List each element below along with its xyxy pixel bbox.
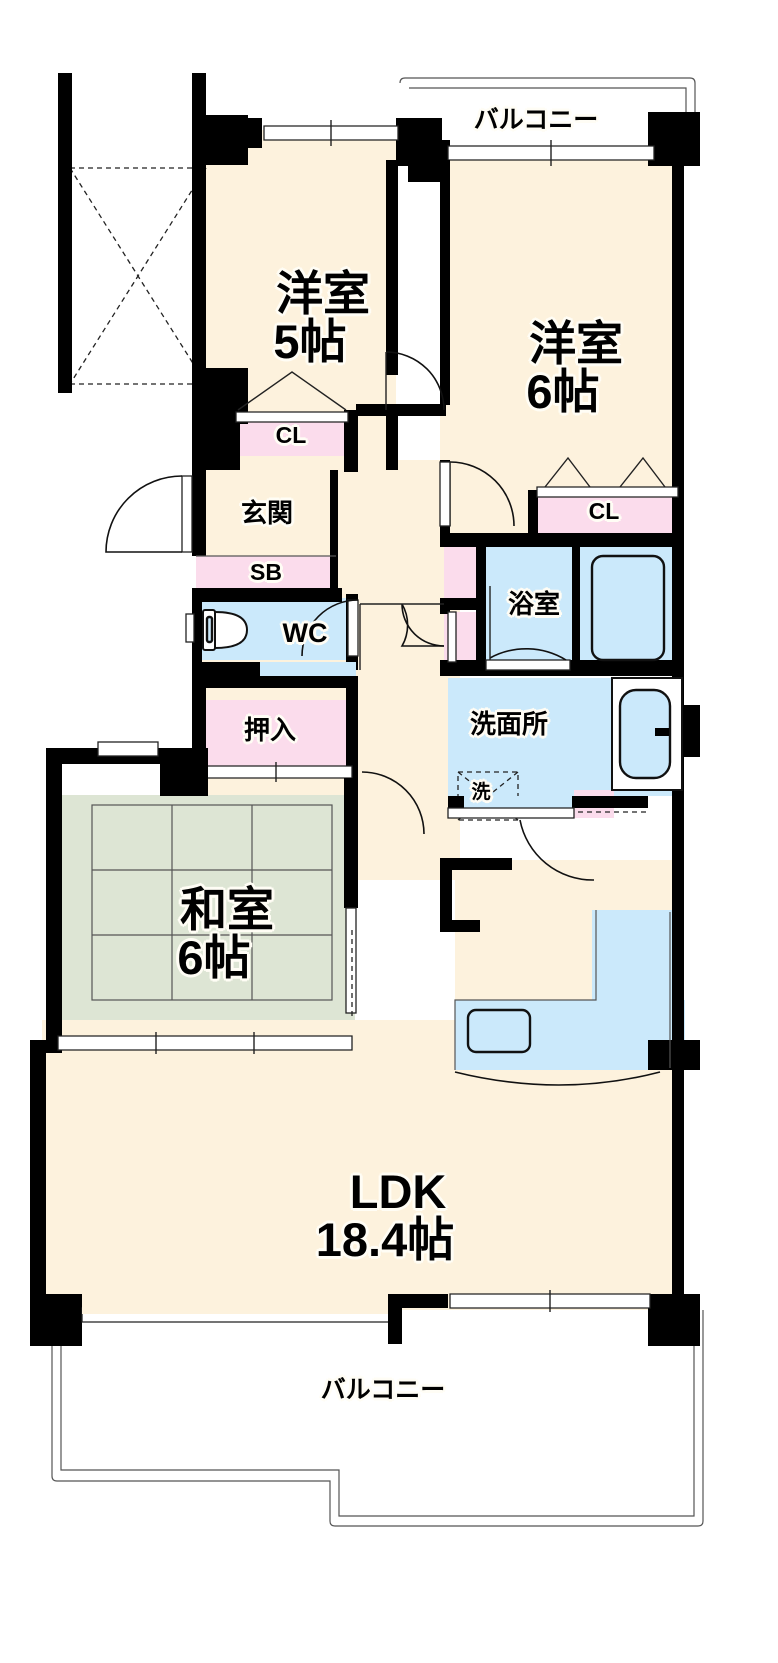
- wall-hall-top: [356, 404, 446, 416]
- wall-bed5-top-left: [206, 118, 262, 148]
- balcony-south-outline-inner: [60, 1310, 695, 1517]
- wall-bed6-right: [672, 160, 684, 705]
- wall-ldk-hall-top: [440, 858, 512, 870]
- washitsu-bottom-doors: [57, 1035, 353, 1051]
- ldk-fill: [42, 1040, 682, 1310]
- kitchen-sink: [466, 1008, 532, 1054]
- washitsu-top-window: [97, 741, 159, 757]
- kitchen-counter-edge: [454, 910, 597, 1070]
- ldk-bottom-sill: [82, 1294, 390, 1314]
- wall-bath-divider: [572, 545, 580, 663]
- wall-bath-left: [476, 545, 486, 667]
- wall-wc-bottom2: [192, 676, 358, 688]
- wall-bed5-left: [192, 160, 206, 375]
- wall-cl-bed5-left: [206, 414, 240, 470]
- wc-door-panel: [347, 599, 359, 657]
- washitsu-fill: [60, 795, 355, 1050]
- wall-genkan-left: [192, 470, 206, 556]
- washitsu-right-door: [345, 907, 357, 1014]
- shaft-dashed-box: [70, 167, 206, 385]
- washroom-door-swing: [519, 819, 595, 881]
- shaft-dashed-x: [69, 167, 207, 385]
- ps-door-small: [447, 611, 457, 663]
- bed6-door-swing: [449, 461, 515, 527]
- oshiire-fill: [196, 700, 356, 768]
- wall-col-bl: [30, 1294, 82, 1346]
- wall-col-br: [648, 1294, 700, 1346]
- wall-ldk-hall-step: [440, 920, 480, 932]
- closet-fold-bed6-b: [619, 456, 666, 488]
- wall-ps-left2: [440, 598, 476, 610]
- tatami-grid: [91, 804, 333, 1001]
- cl-bed6-fill: [537, 493, 675, 533]
- wc-bottom-strip: [260, 662, 356, 676]
- closet-door-bed5: [235, 411, 349, 423]
- bed6-door-panel: [439, 461, 451, 527]
- balcony-north-outline: [399, 77, 696, 160]
- wall-bed6-col-right: [648, 112, 700, 166]
- toilet-lid: [205, 615, 214, 644]
- bed5-door-swing: [385, 351, 445, 411]
- washroom-door: [447, 807, 575, 819]
- genkan-fill: [196, 470, 336, 550]
- wall-right-lower: [672, 752, 684, 1062]
- wall-washitsu-right2: [344, 878, 358, 908]
- entrance-door-swing: [105, 475, 183, 553]
- wall-oshiire-right: [346, 688, 358, 778]
- kitchen-entry-arc: [454, 1071, 661, 1086]
- wall-washitsu-right: [344, 778, 358, 878]
- wall-right-ldk: [672, 1062, 684, 1302]
- bathtub: [590, 554, 666, 662]
- wall-bed5-right-lower: [386, 410, 398, 470]
- vanity-sink: [618, 688, 672, 780]
- wall-ldk-bottom-mid: [388, 1294, 448, 1308]
- wall-cl-bed6-left: [528, 490, 538, 536]
- wall-hall-right-upper: [440, 160, 450, 405]
- closet-fold-bed5: [237, 371, 347, 411]
- wall-washitsu-left: [46, 748, 62, 1053]
- closet-door-bed6: [536, 486, 679, 498]
- sb-fill: [196, 556, 336, 592]
- wc-small-window: [185, 613, 195, 643]
- pipe-shaft-1: [444, 545, 476, 603]
- wall-bed5-left2: [192, 420, 206, 480]
- wall-wc-left: [192, 598, 202, 668]
- bath-door-swing: [489, 648, 567, 661]
- wall-shaft-right: [192, 73, 206, 128]
- washitsu-door-swing: [361, 771, 425, 835]
- wall-ldk-hall-left: [440, 858, 452, 932]
- bath-door: [485, 659, 571, 671]
- wall-genkan-right: [330, 470, 338, 590]
- balcony-south-outline: [51, 1310, 704, 1527]
- wall-bath-topwall: [440, 533, 680, 547]
- wall-genkan-bottom: [192, 588, 342, 602]
- wc-door-swing: [301, 599, 359, 657]
- wall-ldk-left: [30, 1040, 46, 1295]
- wall-shaft-left: [58, 73, 72, 393]
- wall-bed6-topwall: [442, 140, 450, 170]
- wall-bed6-col-left: [408, 140, 442, 182]
- closet-fold-bed6-a: [544, 456, 591, 488]
- wall-cl-bed5-right: [344, 410, 358, 472]
- hall-door-swing-b: [400, 603, 444, 647]
- washroom-bottom-strip: [464, 796, 572, 808]
- cl-bed5-fill: [236, 418, 348, 456]
- wall-bed5-right: [386, 160, 398, 375]
- vanity-faucet: [655, 728, 669, 736]
- wall-washitsu-top2: [160, 748, 208, 796]
- entrance-door-panel: [181, 475, 193, 553]
